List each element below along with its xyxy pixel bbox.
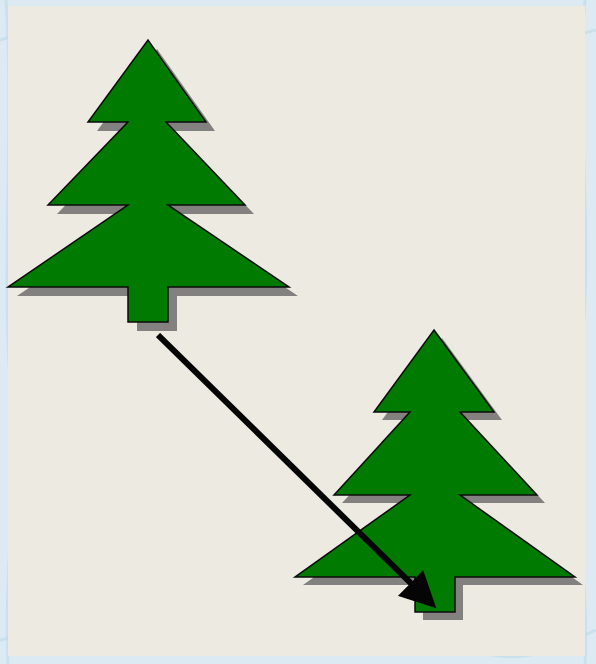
figure-frame <box>0 0 596 664</box>
diagram-canvas <box>0 0 596 664</box>
